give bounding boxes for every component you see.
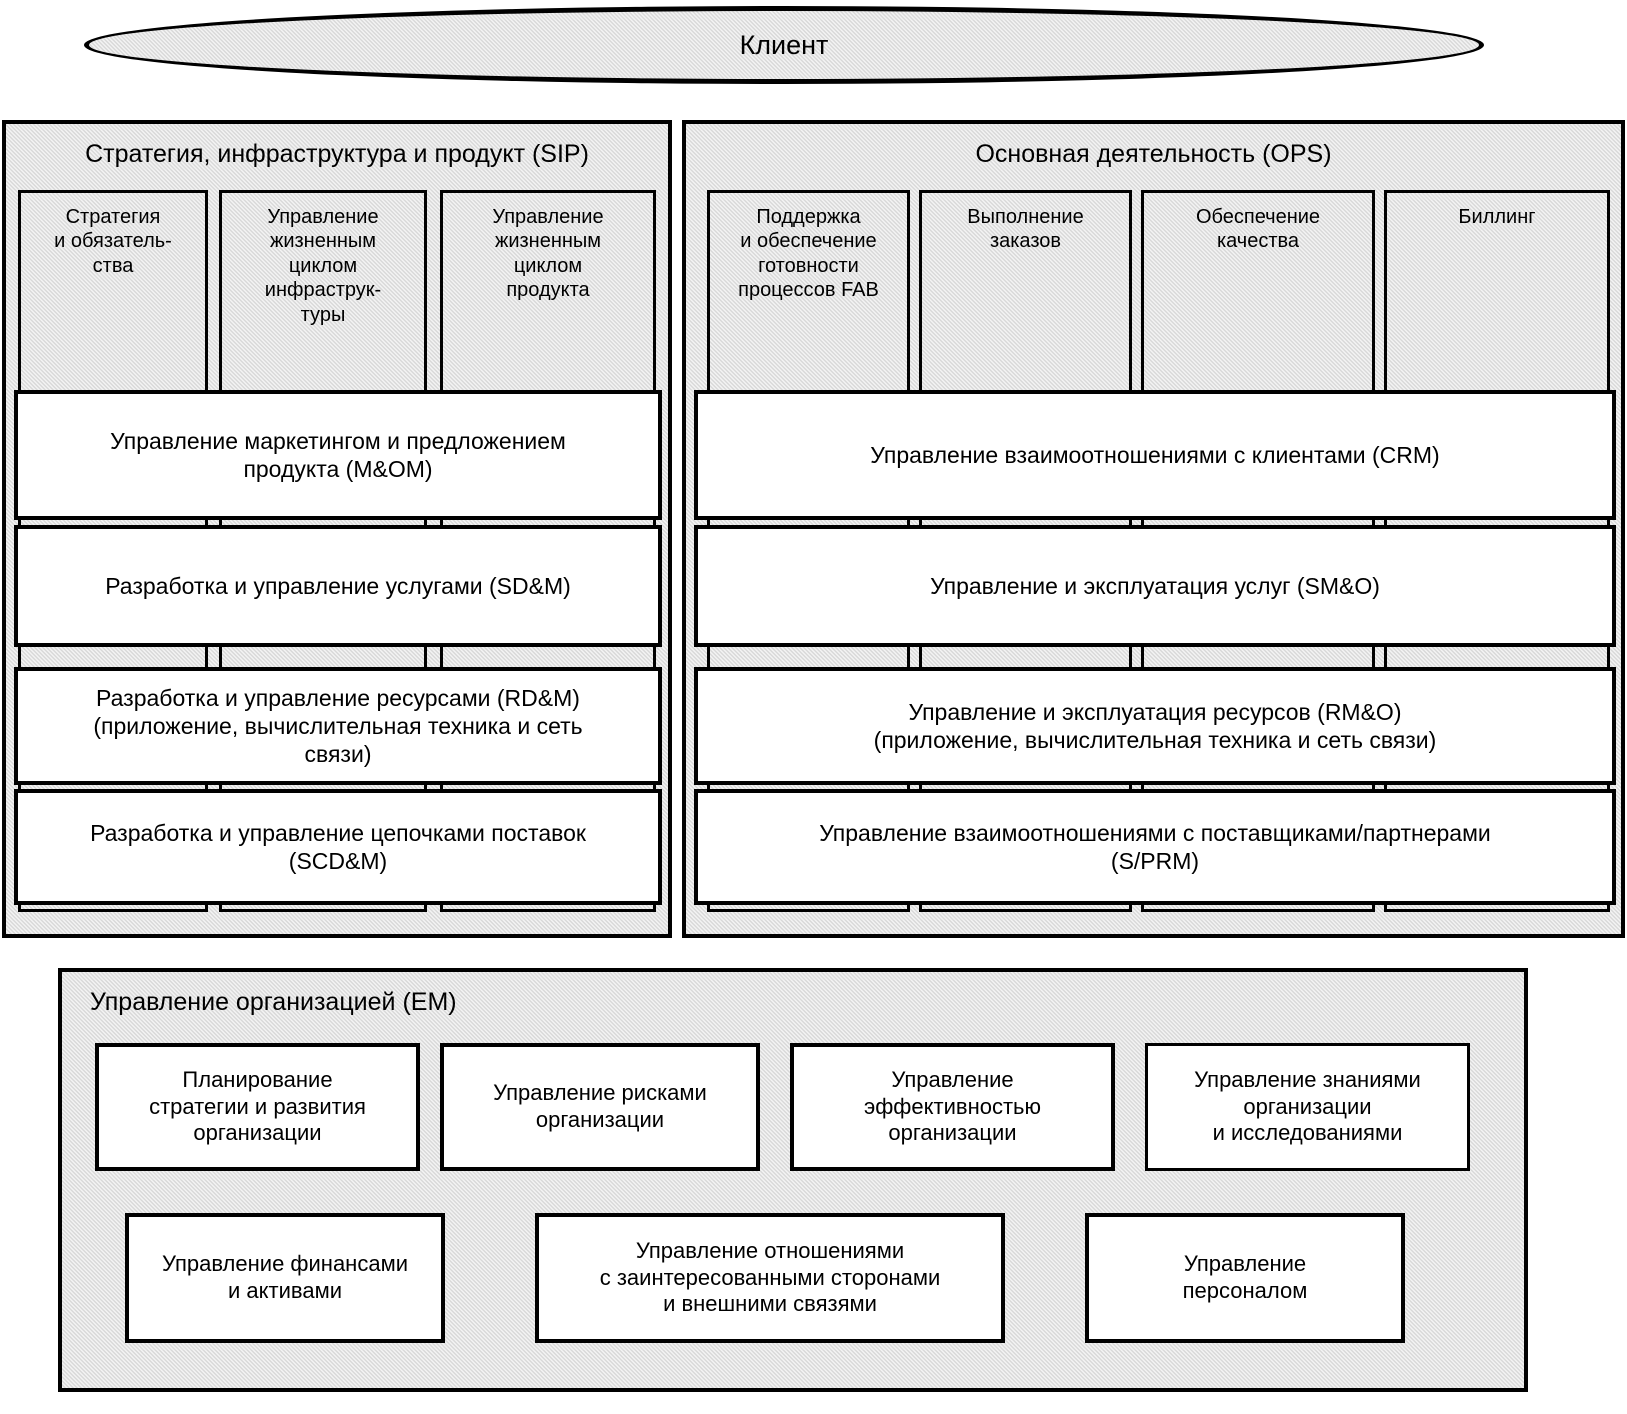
client-ellipse: Клиент <box>84 6 1484 84</box>
ops-layer-crm[interactable]: Управление взаимоотношениями с клиентами… <box>694 390 1616 520</box>
sip-layer-scdm-label: Разработка и управление цепочками постав… <box>90 819 586 874</box>
ops-layer-smo-label: Управление и эксплуатация услуг (SM&O) <box>930 572 1380 599</box>
sip-layer-sdm-label: Разработка и управление услугами (SD&M) <box>105 572 571 599</box>
client-label: Клиент <box>739 29 829 60</box>
ops-layer-rmo[interactable]: Управление и эксплуатация ресурсов (RM&O… <box>694 667 1616 785</box>
em-title: Управление организацией (EM) <box>90 988 457 1016</box>
sip-layer-rdm[interactable]: Разработка и управление ресурсами (RD&M)… <box>14 667 662 785</box>
sip-layer-scdm[interactable]: Разработка и управление цепочками постав… <box>14 789 662 905</box>
sip-title: Стратегия, инфраструктура и продукт (SIP… <box>85 140 589 168</box>
ops-column-billing-label: Биллинг <box>1458 206 1536 228</box>
ops-title: Основная деятельность (OPS) <box>975 140 1332 168</box>
ops-layer-rmo-label: Управление и эксплуатация ресурсов (RM&O… <box>873 698 1437 753</box>
sip-layer-rdm-label: Разработка и управление ресурсами (RD&M)… <box>93 684 583 768</box>
ops-layer-sprm[interactable]: Управление взаимоотношениями с поставщик… <box>694 789 1616 905</box>
sip-layer-sdm[interactable]: Разработка и управление услугами (SD&M) <box>14 525 662 647</box>
ops-layer-smo[interactable]: Управление и эксплуатация услуг (SM&O) <box>694 525 1616 647</box>
ops-layer-crm-label: Управление взаимоотношениями с клиентами… <box>870 441 1440 468</box>
ops-layer-sprm-label: Управление взаимоотношениями с поставщик… <box>819 819 1491 874</box>
